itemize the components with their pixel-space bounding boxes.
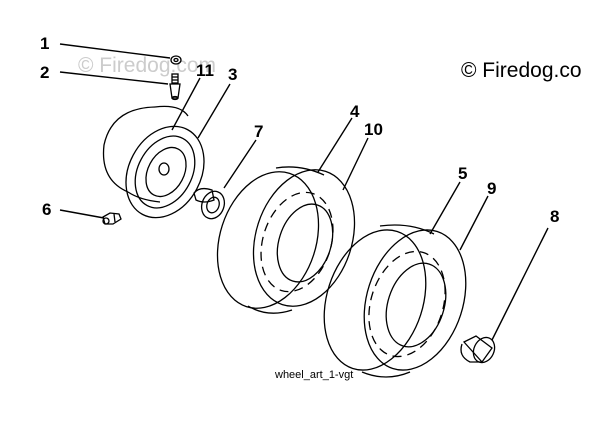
part-7-bushing — [193, 187, 226, 220]
wheel-rim — [102, 105, 205, 219]
callout-9: 9 — [487, 179, 496, 198]
callout-10: 10 — [364, 120, 383, 139]
part-6-grease-fitting — [102, 212, 122, 225]
leader-line-10 — [342, 137, 369, 191]
callout-5: 5 — [458, 164, 467, 183]
callout-11: 11 — [196, 61, 214, 80]
leader-line-3 — [197, 83, 231, 139]
callout-4: 4 — [350, 102, 360, 121]
tire-outer — [323, 224, 467, 378]
tire-inner — [216, 166, 356, 314]
leader-line-4 — [317, 117, 353, 173]
leader-line-6 — [59, 209, 105, 219]
callout-7: 7 — [254, 122, 263, 141]
callout-3: 3 — [228, 65, 237, 84]
callout-2: 2 — [40, 63, 49, 82]
leader-line-8 — [491, 227, 549, 341]
leader-line-1 — [59, 43, 171, 59]
part-8-cap — [460, 335, 496, 364]
callout-8: 8 — [550, 207, 559, 226]
leader-line-9 — [459, 195, 489, 251]
part-1-nut — [170, 55, 182, 65]
callout-1: 1 — [40, 34, 49, 53]
part-2-valve-stem — [169, 73, 181, 101]
leader-line-11 — [171, 77, 201, 131]
leader-line-2 — [59, 71, 169, 85]
figure-caption: wheel_art_1-vgt — [274, 369, 353, 381]
leader-line-7 — [223, 139, 257, 189]
leader-line-5 — [429, 181, 461, 235]
copyright-notice: © Firedog.co — [461, 59, 582, 82]
callout-6: 6 — [42, 200, 51, 219]
